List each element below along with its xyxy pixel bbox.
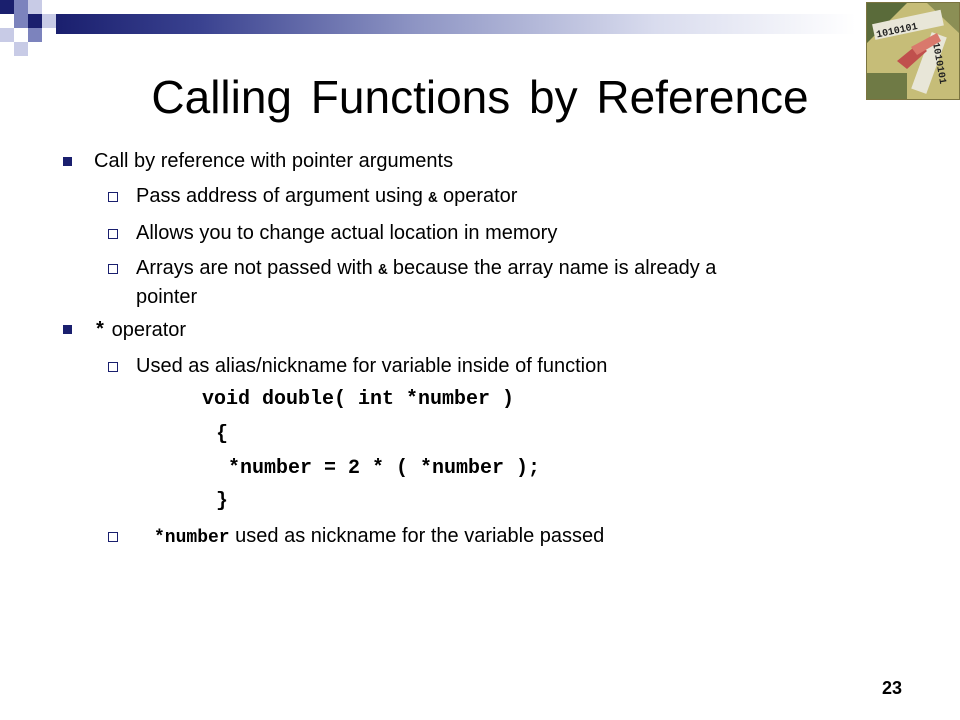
header-square <box>14 42 28 56</box>
number-code: *number <box>154 528 230 548</box>
subbullet-text-post: operator <box>437 185 518 207</box>
bullet-star-operator: * operator <box>94 317 186 345</box>
hollow-square-bullet-icon <box>108 192 118 202</box>
subbullet-text: Used as alias/nickname for variable insi… <box>136 355 608 377</box>
header-square <box>28 28 42 42</box>
square-bullet-icon <box>63 325 72 334</box>
subbullet-arrays: Arrays are not passed with & because the… <box>136 255 716 284</box>
code-line: } <box>216 490 229 513</box>
subbullet-text-pre: Pass address of argument using <box>136 185 429 207</box>
subbullet-pass-address: Pass address of argument using & operato… <box>136 183 517 212</box>
page-number: 23 <box>881 678 902 698</box>
subbullet-text-post: because the array name is already a <box>387 257 717 279</box>
header-square <box>28 14 42 28</box>
bullet-text-post: operator <box>106 319 187 341</box>
subbullet-alias: Used as alias/nickname for variable insi… <box>136 353 607 379</box>
slide-title: Calling Functions by Reference <box>151 71 809 123</box>
hollow-square-bullet-icon <box>108 264 118 274</box>
code-line: { <box>216 423 229 446</box>
header-square <box>14 14 28 28</box>
subbullet-text-pre: Arrays are not passed with <box>136 257 379 279</box>
square-bullet-icon <box>63 157 72 166</box>
hollow-square-bullet-icon <box>108 362 118 372</box>
subbullet-nickname: *number used as nickname for the variabl… <box>154 523 604 551</box>
header-square <box>0 0 14 14</box>
header-square <box>42 14 56 28</box>
subbullet-text: Allows you to change actual location in … <box>136 222 558 244</box>
binary-handshake-logo: 1010101 1010101 <box>866 2 960 100</box>
subbullet-text-line2: pointer <box>136 286 198 308</box>
header-square <box>0 28 14 42</box>
code-line: *number = 2 * ( *number ); <box>228 457 541 480</box>
code-line: void double( int *number ) <box>202 388 515 411</box>
subbullet-change-location: Allows you to change actual location in … <box>136 220 557 246</box>
star-code: * <box>94 320 107 343</box>
hollow-square-bullet-icon <box>108 229 118 239</box>
subbullet-text-post: used as nickname for the variable passed <box>229 525 605 547</box>
header-square <box>28 0 42 14</box>
ampersand-code: & <box>378 262 388 279</box>
bullet-text: Call by reference with pointer arguments <box>94 150 454 172</box>
bullet-call-by-reference: Call by reference with pointer arguments <box>94 148 453 174</box>
subbullet-arrays-line2: pointer <box>136 284 197 310</box>
hollow-square-bullet-icon <box>108 532 118 542</box>
header-square <box>14 0 28 14</box>
header-gradient-bar <box>56 14 856 34</box>
ampersand-code: & <box>428 190 438 207</box>
